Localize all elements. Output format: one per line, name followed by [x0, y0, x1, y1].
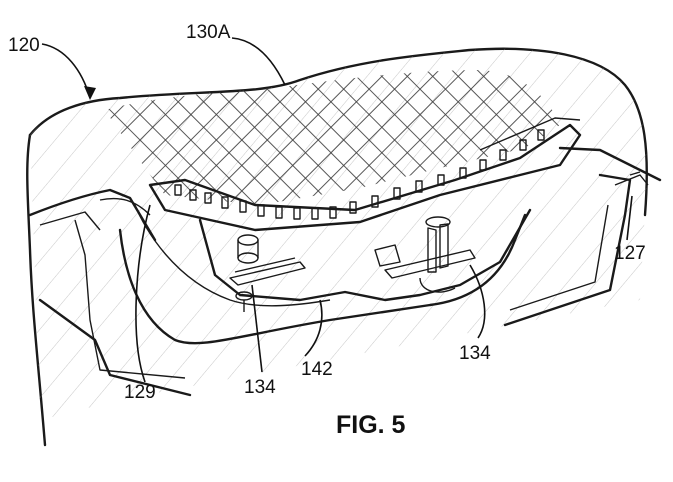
figure-caption: FIG. 5 [336, 411, 406, 439]
leader-lines [41, 37, 633, 383]
cavity-142 [118, 204, 532, 345]
tray-assembly [148, 117, 582, 232]
label-120: 120 [8, 35, 40, 56]
label-127: 127 [614, 243, 646, 264]
label-134-left: 134 [244, 377, 276, 398]
label-129: 129 [124, 382, 156, 403]
label-134-right: 134 [459, 343, 491, 364]
label-130A: 130A [186, 22, 231, 43]
clip-134-left [229, 234, 306, 312]
left-channel-structure [28, 188, 192, 397]
clip-134-right [374, 216, 476, 293]
mesh-panel-130A [105, 70, 560, 205]
label-142: 142 [301, 359, 333, 380]
right-channel-127 [503, 146, 662, 327]
